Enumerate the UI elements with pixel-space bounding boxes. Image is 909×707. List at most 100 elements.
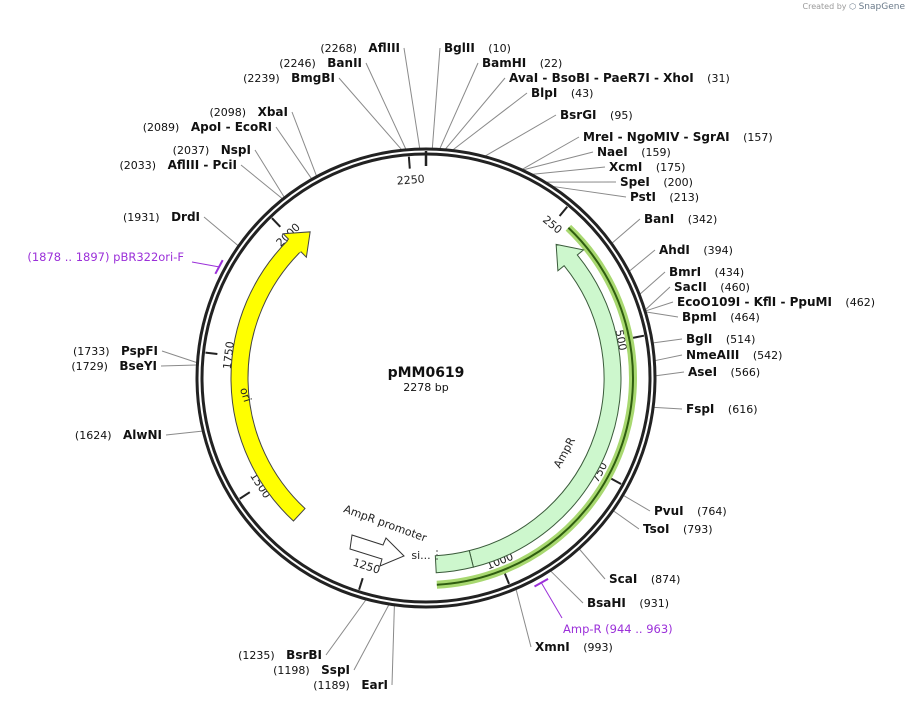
enzyme-position: (10) [485,42,511,55]
enzyme-leader [431,47,441,149]
enzyme-leader [523,151,594,171]
enzyme-label: (2037) NspI [173,143,251,157]
enzyme-leader [325,599,367,656]
enzyme-name: ApoI - EcoRI [191,120,272,134]
enzyme-leader [161,350,197,363]
enzyme-leader [275,126,312,179]
enzyme-label: PstI (213) [630,190,699,204]
tick-label: 2250 [396,173,425,188]
enzyme-name: EcoO109I - KflI - PpuMI [677,295,832,309]
enzyme-label: TsoI (793) [643,522,713,536]
enzyme-label: (2268) AflIII [320,41,400,55]
enzyme-leader [445,77,506,150]
enzyme-name: NmeAIII [686,348,739,362]
enzyme-leader [550,570,584,604]
enzyme-position: (2037) [173,144,213,157]
enzyme-position: (462) [842,296,875,309]
enzyme-label: BglI (514) [686,332,755,346]
enzyme-label: XcmI (175) [609,160,685,174]
enzyme-name: BglII [444,41,475,55]
enzyme-position: (1198) [273,664,313,677]
enzyme-position: (514) [722,333,755,346]
enzyme-name: BanII [327,56,362,70]
enzyme-leader [452,92,528,151]
enzyme-position: (1189) [313,679,353,692]
enzyme-label: BamHI (22) [482,56,562,70]
enzyme-leader [160,364,197,367]
enzyme-label: (1235) BsrBI [238,648,322,662]
plasmid-name: pMM0619 [388,365,465,381]
enzyme-leader [165,430,203,436]
enzyme-position: (2239) [243,72,283,85]
enzyme-position: (793) [679,523,712,536]
backbone-outer-ring [195,147,657,609]
enzyme-name: AflIII - PciI [168,158,237,172]
enzyme-label: (1189) EarI [313,678,388,692]
enzyme-leader [485,114,557,157]
enzyme-position: (993) [580,641,613,654]
enzyme-name: SspI [321,663,350,677]
enzyme-position: (1624) [75,429,115,442]
enzyme-label: SacII (460) [674,280,750,294]
enzyme-position: (434) [711,266,744,279]
enzyme-leader [613,510,640,530]
enzyme-position: (394) [700,244,733,257]
primer-label: (1878 .. 1897) pBR322ori-F [27,250,184,264]
enzyme-leader [629,249,656,272]
enzyme-leader [391,605,395,686]
snapgene-credit: Created by ⬡ SnapGene [803,2,906,12]
enzyme-position: (159) [638,146,671,159]
enzyme-name: TsoI [643,522,669,536]
enzyme-position: (1235) [238,649,278,662]
enzyme-label: (1624) AlwNI [75,428,162,442]
enzyme-leader [653,338,683,344]
primer-leader [191,261,220,268]
enzyme-leader [655,354,683,362]
enzyme-leader [655,371,685,377]
snapgene-logo-icon: ⬡ [849,2,857,11]
enzyme-name: BseYI [119,359,157,373]
enzyme-leader [654,406,683,410]
enzyme-name: FspI [686,402,714,416]
enzyme-label: (2246) BanII [279,56,362,70]
enzyme-leader [203,216,239,246]
enzyme-label: (2098) XbaI [210,105,288,119]
enzyme-label: AvaI - BsoBI - PaeR7I - XhoI (31) [509,71,730,85]
enzyme-label: AhdI (394) [659,243,733,257]
enzyme-label: (1733) PspFI [73,344,158,358]
enzyme-position: (1729) [71,360,111,373]
enzyme-label: BsrGI (95) [560,108,633,122]
enzyme-position: (764) [694,505,727,518]
enzyme-leader [353,604,390,671]
enzyme-position: (213) [666,191,699,204]
enzyme-leader [639,271,666,295]
enzyme-name: BpmI [682,310,717,324]
enzyme-position: (22) [536,57,562,70]
enzyme-label: BlpI (43) [531,86,593,100]
tick-mark [271,217,282,228]
enzyme-name: NspI [221,143,251,157]
plasmid-size: 2278 bp [403,381,448,394]
enzyme-leader [439,62,479,149]
ori-joint [287,238,302,253]
enzyme-leader [553,186,627,198]
primer-range: (1878 .. 1897) [27,250,113,264]
enzyme-position: (1931) [123,211,163,224]
enzyme-position: (31) [704,72,730,85]
enzyme-name: BmgBI [291,71,335,85]
enzyme-leader [532,166,606,175]
enzyme-name: BglI [686,332,712,346]
tick-mark [558,206,569,217]
enzyme-name: XmnI [535,640,570,654]
enzyme-position: (43) [567,87,593,100]
enzyme-leader [645,286,671,310]
plasmid-center-label: pMM0619 2278 bp [388,365,465,394]
enzyme-position: (95) [607,109,633,122]
enzyme-leader [645,301,674,312]
enzyme-name: AvaI - BsoBI - PaeR7I - XhoI [509,71,694,85]
credit-brand: SnapGene [858,2,905,12]
primer-label: Amp-R (944 .. 963) [563,622,673,636]
enzyme-leader [623,495,651,512]
enzyme-label: XmnI (993) [535,640,613,654]
